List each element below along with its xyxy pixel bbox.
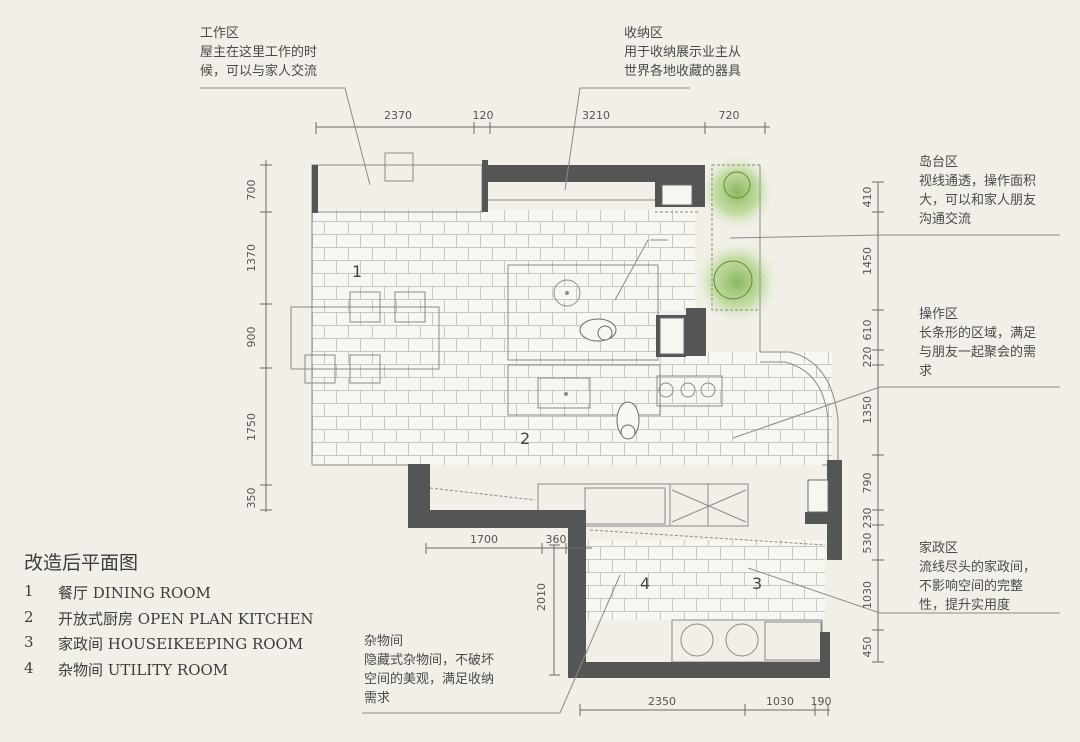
- people: [579, 318, 640, 440]
- dim-right-10: 450: [861, 637, 874, 658]
- legend-item: 2 开放式厨房 OPEN PLAN KITCHEN: [24, 608, 314, 634]
- legend-number: 2: [24, 607, 34, 626]
- leader-lines: [200, 87, 1060, 714]
- dim-right-4: 220: [861, 347, 874, 368]
- room-number-1: 1: [352, 262, 362, 281]
- dim-top-4: 720: [719, 109, 740, 122]
- annotation-storage: 收纳区 用于收纳展示业主从 世界各地收藏的器具: [624, 24, 741, 81]
- dim-left-1: 700: [245, 180, 258, 201]
- dim-inner-3: 2010: [535, 583, 548, 611]
- dim-inner-2: 360: [546, 533, 567, 546]
- annotation-storage-line-2: 世界各地收藏的器具: [624, 64, 742, 79]
- annotation-storage-line-1: 用于收纳展示业主从: [624, 45, 742, 60]
- dim-inner-1: 1700: [470, 533, 498, 546]
- annotation-housework-line-1: 流线尽头的家政间，: [919, 560, 1037, 575]
- dim-right-1: 410: [861, 187, 874, 208]
- legend-label: 开放式厨房 OPEN PLAN KITCHEN: [58, 609, 314, 628]
- annotation-operation-line-1: 长条形的区域，满足: [919, 326, 1037, 341]
- annotation-work-line-2: 候，可以与家人交流: [200, 64, 318, 79]
- dim-right-2: 1450: [861, 247, 874, 275]
- annotation-operation-title: 操作区: [919, 307, 959, 322]
- room-number-4: 4: [640, 574, 650, 593]
- room-numbers: 1 2 3 4: [352, 262, 762, 593]
- legend-label: 家政间 HOUSEIKEEPING ROOM: [58, 635, 304, 653]
- dim-bottom-2: 1030: [766, 695, 794, 708]
- annotation-housework-line-3: 性，提升实用度: [919, 598, 1011, 613]
- dimension-labels: 2370 120 3210 720 700 1370 900 1750 350 …: [245, 109, 874, 708]
- room-number-3: 3: [752, 574, 762, 593]
- dim-right-9: 1030: [861, 581, 874, 609]
- legend-number: 4: [24, 658, 34, 677]
- annotation-island-line-2: 大，可以和家人朋友: [919, 193, 1037, 208]
- annotation-island-line-1: 视线通透，操作面积: [919, 174, 1037, 189]
- dim-left-5: 350: [245, 488, 258, 509]
- annotation-utility-line-1: 隐藏式杂物间，不破坏: [364, 653, 495, 668]
- annotation-work: 工作区 屋主在这里工作的时 候，可以与家人交流: [200, 24, 317, 81]
- legend-label: 杂物间 UTILITY ROOM: [58, 660, 229, 679]
- dim-right-6: 790: [861, 473, 874, 494]
- legend-number: 3: [24, 633, 34, 651]
- annotation-work-title: 工作区: [200, 26, 240, 41]
- dim-top-2: 120: [473, 109, 494, 122]
- legend-number: 1: [24, 582, 34, 600]
- walls: [312, 160, 842, 678]
- dim-left-3: 900: [245, 327, 258, 348]
- annotation-island: 岛台区 视线通透，操作面积 大，可以和家人朋友 沟通交流: [919, 153, 1036, 229]
- legend-item: 3 家政间 HOUSEIKEEPING ROOM: [24, 633, 314, 659]
- legend-label: 餐厅 DINING ROOM: [58, 584, 211, 602]
- annotation-island-line-3: 沟通交流: [919, 212, 972, 227]
- annotation-housework-line-2: 不影响空间的完整: [919, 579, 1024, 594]
- annotation-utility-title: 杂物间: [364, 634, 404, 649]
- dim-top-1: 2370: [384, 109, 412, 122]
- annotation-operation-line-3: 求: [919, 364, 933, 379]
- plants: [697, 156, 777, 322]
- annotation-work-line-1: 屋主在这里工作的时: [200, 45, 318, 60]
- dim-right-3: 610: [861, 320, 874, 341]
- legend-item: 4 杂物间 UTILITY ROOM: [24, 659, 314, 685]
- legend-item: 1 餐厅 DINING ROOM: [24, 582, 314, 608]
- dim-right-5: 1350: [861, 396, 874, 424]
- annotation-storage-title: 收纳区: [624, 26, 664, 41]
- annotation-operation: 操作区 长条形的区域，满足 与朋友一起聚会的需 求: [919, 305, 1036, 381]
- dim-top-3: 3210: [582, 109, 610, 122]
- annotation-operation-line-2: 与朋友一起聚会的需: [919, 345, 1037, 360]
- dim-left-4: 1750: [245, 413, 258, 441]
- annotation-utility-line-2: 空间的美观，满足收纳: [364, 672, 495, 687]
- room-legend: 1 餐厅 DINING ROOM 2 开放式厨房 OPEN PLAN KITCH…: [24, 582, 314, 684]
- plan-title: 改造后平面图: [24, 552, 139, 574]
- annotation-island-title: 岛台区: [919, 155, 959, 170]
- dim-right-8: 530: [861, 533, 874, 554]
- dimension-lines: [260, 122, 884, 716]
- dim-right-7: 230: [861, 508, 874, 529]
- annotation-utility-line-3: 需求: [364, 691, 391, 706]
- annotation-utility: 杂物间 隐藏式杂物间，不破坏 空间的美观，满足收纳 需求: [364, 632, 494, 708]
- dim-left-2: 1370: [245, 244, 258, 272]
- room-number-2: 2: [520, 429, 530, 448]
- annotation-housework-title: 家政区: [919, 541, 959, 556]
- dim-bottom-3: 190: [811, 695, 832, 708]
- dim-bottom-1: 2350: [648, 695, 676, 708]
- annotation-housework: 家政区 流线尽头的家政间， 不影响空间的完整 性，提升实用度: [919, 539, 1036, 615]
